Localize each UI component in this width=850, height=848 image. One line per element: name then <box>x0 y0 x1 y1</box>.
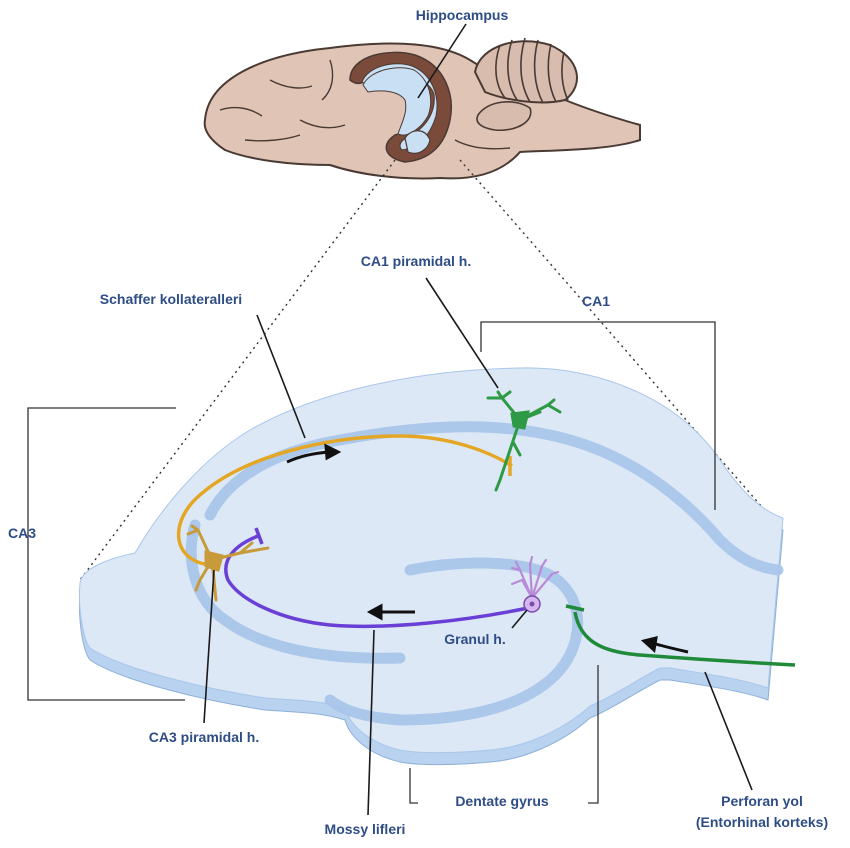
label-dentate-gyrus: Dentate gyrus <box>455 793 549 809</box>
label-granule-cell: Granul h. <box>444 631 505 647</box>
dentate-bracket-left <box>410 768 418 803</box>
label-ca3-pyramidal: CA3 piramidal h. <box>149 729 259 745</box>
label-hippocampus: Hippocampus <box>416 7 509 23</box>
label-perforant-path: Perforan yol <box>721 793 803 809</box>
label-entorhinal-cortex: (Entorhinal korteks) <box>696 814 828 830</box>
label-ca1-pyramidal: CA1 piramidal h. <box>361 253 471 269</box>
label-ca1: CA1 <box>582 293 610 309</box>
label-mossy-fibers: Mossy lifleri <box>325 821 406 837</box>
label-ca3: CA3 <box>8 525 36 541</box>
brain-illustration <box>205 38 640 178</box>
label-schaffer-collaterals: Schaffer kollateralleri <box>100 291 242 307</box>
